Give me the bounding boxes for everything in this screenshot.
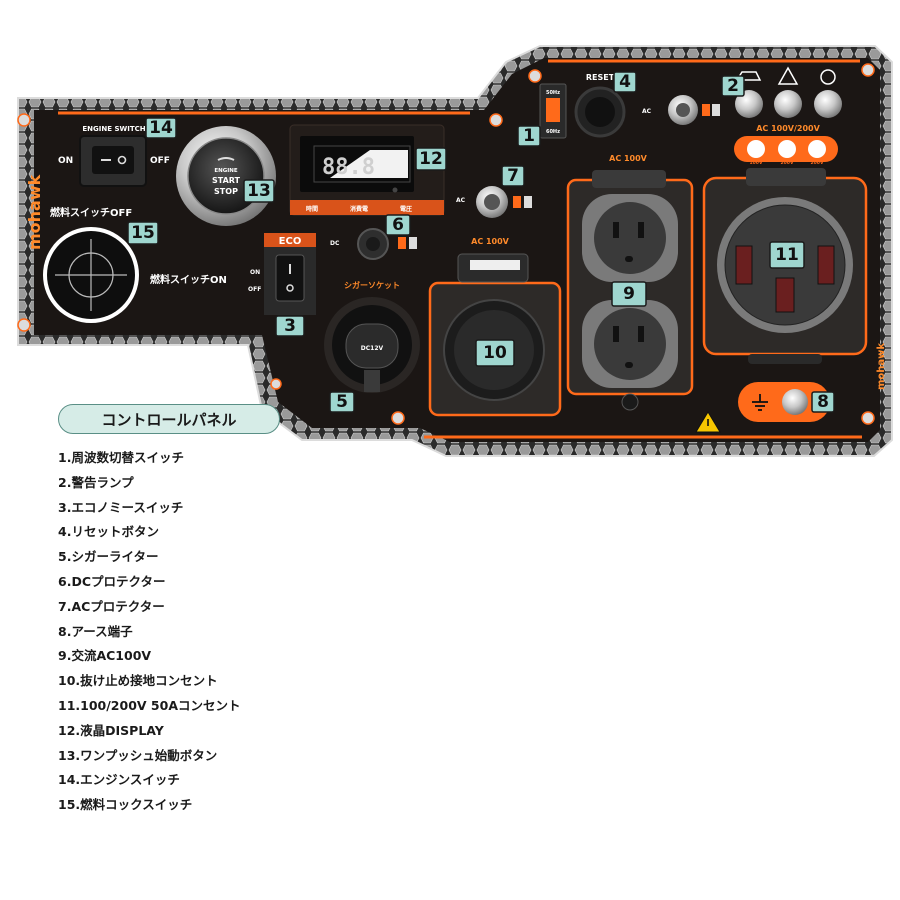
callout-number: 15 [131, 223, 155, 243]
legend-item: 4.リセットボタン [58, 524, 159, 540]
legend-item: 7.ACプロテクター [58, 598, 165, 614]
callout-badge [275, 315, 305, 337]
svg-text:START: START [212, 176, 241, 185]
fuel-off-label: 燃料スイッチOFF [50, 206, 132, 219]
screw-icon [17, 63, 875, 425]
svg-text:時間: 時間 [306, 205, 318, 213]
legend-item: 15.燃料コックスイッチ [58, 797, 193, 813]
ac100v-200v-label: AC 100V/200V [756, 124, 820, 133]
warning-triangle-icon [777, 66, 799, 85]
callout-badge [611, 281, 647, 307]
cigar-socket-label: シガーソケット [344, 280, 400, 290]
svg-text:電圧: 電圧 [400, 205, 412, 213]
callout-badge [517, 125, 541, 147]
callout-number: 6 [392, 215, 404, 235]
svg-text:50Hz: 50Hz [546, 90, 560, 96]
legend-item: 12.液晶DISPLAY [58, 722, 164, 738]
caution-icon [695, 411, 721, 433]
callout-number: 4 [619, 72, 631, 92]
legend-title: コントロールパネル [58, 404, 280, 434]
callout-badge [811, 391, 835, 413]
callout-number: 7 [507, 166, 519, 186]
svg-text:AC: AC [456, 197, 466, 204]
callout-number: 10 [483, 343, 507, 363]
legend-item: 8.アース端子 [58, 623, 133, 639]
output-icon [820, 69, 836, 85]
callout-badge [243, 179, 275, 203]
oil-icon [735, 71, 762, 81]
engine-switch-off-label: OFF [150, 156, 170, 166]
svg-text:AC: AC [642, 108, 652, 115]
svg-text:ENGINE: ENGINE [214, 168, 238, 174]
svg-text:200V: 200V [811, 160, 824, 166]
legend-item: 2.警告ランプ [58, 474, 134, 490]
svg-text:60Hz: 60Hz [546, 129, 560, 135]
ground-terminal[interactable] [782, 389, 808, 415]
callout-badge [769, 241, 805, 269]
svg-text:OFF: OFF [248, 286, 261, 293]
svg-text:消費電: 消費電 [350, 205, 368, 213]
legend-item: 11.100/200V 50Aコンセント [58, 697, 241, 713]
overload-warning-lamp [774, 90, 802, 118]
callout-badge [415, 147, 447, 171]
callout-number: 11 [775, 245, 799, 265]
ac100-label-right: AC 100V [609, 154, 648, 163]
output-indicator-lamp [814, 90, 842, 118]
callout-number: 13 [247, 181, 271, 201]
control-panel-diagram: mohawk mohawk ENGINE SWITCH ON OFF 14 燃料… [17, 45, 893, 457]
callout-number: 1 [523, 126, 535, 146]
brand-logo-right: mohawk [876, 343, 887, 390]
legend-item: 5.シガーライター [58, 549, 159, 565]
svg-text:100V: 100V [750, 160, 763, 166]
legend-item: 14.エンジンスイッチ [58, 772, 180, 788]
legend-item: 13.ワンプッシュ始動ボタン [58, 747, 218, 763]
engine-switch-title: ENGINE SWITCH [82, 125, 145, 133]
legend-item: 3.エコノミースイッチ [58, 499, 184, 515]
callout-badge [127, 221, 159, 245]
voltage-tags: 100V 200V 200V [734, 136, 838, 166]
callout-number: 5 [336, 392, 348, 412]
lcd-digits: 88.8 [322, 155, 375, 180]
fuel-on-label: 燃料スイッチON [150, 273, 227, 286]
callout-badge [385, 214, 411, 236]
svg-text:DC12V: DC12V [361, 345, 384, 352]
legend-item: 1.周波数切替スイッチ [58, 450, 184, 465]
brand-logo-left: mohawk [25, 174, 44, 250]
callout-number: 2 [727, 76, 739, 96]
eco-switch[interactable] [275, 254, 305, 302]
callout-badge [501, 165, 525, 187]
svg-text:RESET: RESET [586, 73, 615, 82]
eco-title: ECO [279, 236, 302, 247]
svg-text:DC: DC [330, 240, 340, 247]
legend-item: 10.抜け止め接地コンセント [58, 673, 218, 689]
svg-text:STOP: STOP [214, 187, 238, 196]
ac100-label-left: AC 100V [471, 237, 510, 246]
ground-icon [752, 394, 768, 411]
callout-number: 8 [817, 392, 829, 412]
callout-badge [329, 391, 355, 413]
legend-list: 1.周波数切替スイッチ 2.警告ランプ 3.エコノミースイッチ 4.リセットボタ… [58, 446, 241, 818]
callout-badge [613, 71, 637, 93]
callout-number: 12 [419, 149, 443, 169]
callout-badge [475, 339, 515, 367]
warning-lamps [735, 90, 842, 118]
oil-warning-lamp [735, 90, 763, 118]
legend-item: 6.DCプロテクター [58, 573, 166, 589]
callout-number: 14 [149, 118, 173, 138]
callout-number: 3 [284, 316, 296, 336]
svg-text:ON: ON [250, 269, 260, 276]
callout-badge [721, 75, 745, 97]
legend-item: 9.交流AC100V [58, 648, 152, 664]
callout-badge [145, 117, 177, 139]
svg-text:200V: 200V [781, 160, 794, 166]
callout-number: 9 [623, 284, 635, 304]
engine-switch-on-label: ON [58, 156, 73, 166]
